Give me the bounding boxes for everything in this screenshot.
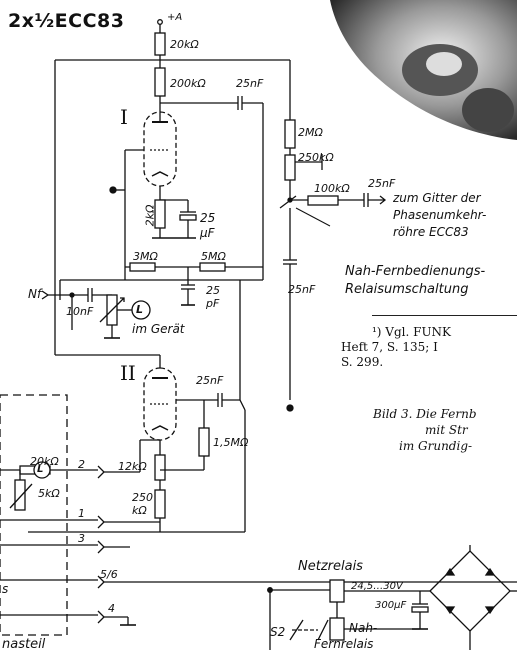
pin-5-6: 5/6 — [100, 568, 118, 581]
r-cathode-1 — [154, 199, 166, 229]
r-5meg — [199, 262, 226, 272]
caption-line-2: mit Str — [425, 423, 468, 437]
gitter-line-2: Phasenumkehr- — [393, 208, 487, 222]
pin-4: 4 — [108, 602, 115, 615]
netzteil-label: nasteil — [2, 637, 46, 652]
supply-label: +A — [167, 12, 183, 23]
tube-1-label: I — [120, 105, 128, 129]
c-coupling-1-label: 25nF — [236, 77, 264, 90]
netzteil-frame — [0, 394, 68, 636]
r-1-5meg — [198, 427, 210, 457]
r-2meg-label: 2MΩ — [298, 126, 323, 139]
caption-line-1: Bild 3. Die Fernb — [373, 407, 477, 421]
gitter-line-3: röhre ECC83 — [393, 225, 469, 239]
c-25nf-out-label: 25nF — [368, 177, 396, 190]
r-5k-label: 5kΩ — [38, 487, 60, 500]
diagram-title: 2x½ECC83 — [8, 10, 125, 32]
lamp-2-label: L — [37, 464, 44, 475]
r-supply-label: 20kΩ — [170, 38, 199, 51]
pin-2: 2 — [78, 458, 85, 471]
footnote-line-1: ¹) Vgl. FUNK — [372, 325, 452, 339]
tube-1-symbol — [143, 110, 177, 187]
r-100k-label: 100kΩ — [314, 182, 350, 195]
r-supply — [154, 32, 166, 56]
r-12k — [154, 454, 166, 481]
r-20k-left-label: 20kΩ — [30, 455, 59, 468]
r-cathode-1-label: 2kΩ — [143, 204, 157, 227]
c-25pf-label: 25 — [206, 284, 220, 297]
r-250k-bottom — [154, 489, 166, 519]
fernrelais-label: Fernrelais — [314, 637, 374, 651]
c-cathode-1-unit: µF — [200, 226, 215, 240]
footnote-line-2: Heft 7, S. 135; I — [341, 340, 438, 354]
c-10nf-label: 10nF — [66, 305, 94, 318]
caption-line-3: im Grundig- — [399, 439, 473, 453]
r-250k-bottom-label-2: kΩ — [132, 504, 147, 517]
rectifier-bridge — [420, 545, 517, 650]
r-1-5meg-label: 1,5MΩ — [213, 436, 249, 449]
footnote-rule — [372, 315, 517, 316]
c-vertical-label: 25nF — [288, 283, 316, 296]
r-3meg-label: 3MΩ — [133, 250, 158, 263]
tube-2-label: II — [120, 361, 136, 385]
supply-terminal — [157, 19, 163, 25]
tube-2-symbol — [143, 367, 177, 441]
netzrelais-label: Netzrelais — [298, 559, 363, 574]
r-anode-1 — [154, 67, 166, 97]
r-3meg — [129, 262, 156, 272]
voltage-label: 24,5…30V — [351, 581, 403, 592]
r-100k — [307, 195, 339, 206]
nf-label: Nf — [28, 287, 42, 301]
r-250k-bottom-label-1: 250 — [132, 491, 153, 504]
tube-photo — [330, 0, 517, 140]
r-250k-top — [284, 154, 296, 181]
r-12k-label: 12kΩ — [118, 460, 147, 473]
pin-1: 1 — [78, 507, 85, 520]
nah-label: Nah- — [349, 621, 378, 635]
relais-line-1: Nah-Fernbedienungs- — [345, 264, 486, 279]
s2-label: S2 — [270, 625, 286, 639]
c-300uf-label: 300µF — [375, 600, 407, 611]
pin-3: 3 — [78, 532, 85, 545]
r-5meg-label: 5MΩ — [201, 250, 226, 263]
s-left-label: s — [2, 582, 9, 596]
r-anode-1-label: 200kΩ — [170, 77, 206, 90]
gitter-line-1: zum Gitter der — [393, 191, 481, 205]
r-250k-top-label: 250kΩ — [298, 151, 334, 164]
relais-line-2: Relaisumschaltung — [345, 282, 469, 297]
netzrelais-coil — [329, 579, 345, 603]
r-2meg — [284, 119, 296, 149]
c-coupling-2-label: 25nF — [196, 374, 224, 387]
c-25pf-unit: pF — [206, 297, 220, 310]
r-5k — [14, 479, 26, 511]
lamp-1-label: L — [136, 303, 144, 316]
c-cathode-1-label: 25 — [200, 211, 216, 225]
im-geraet-label: im Gerät — [132, 322, 185, 336]
lamp-2 — [33, 461, 51, 479]
footnote-line-3: S. 299. — [341, 355, 384, 369]
